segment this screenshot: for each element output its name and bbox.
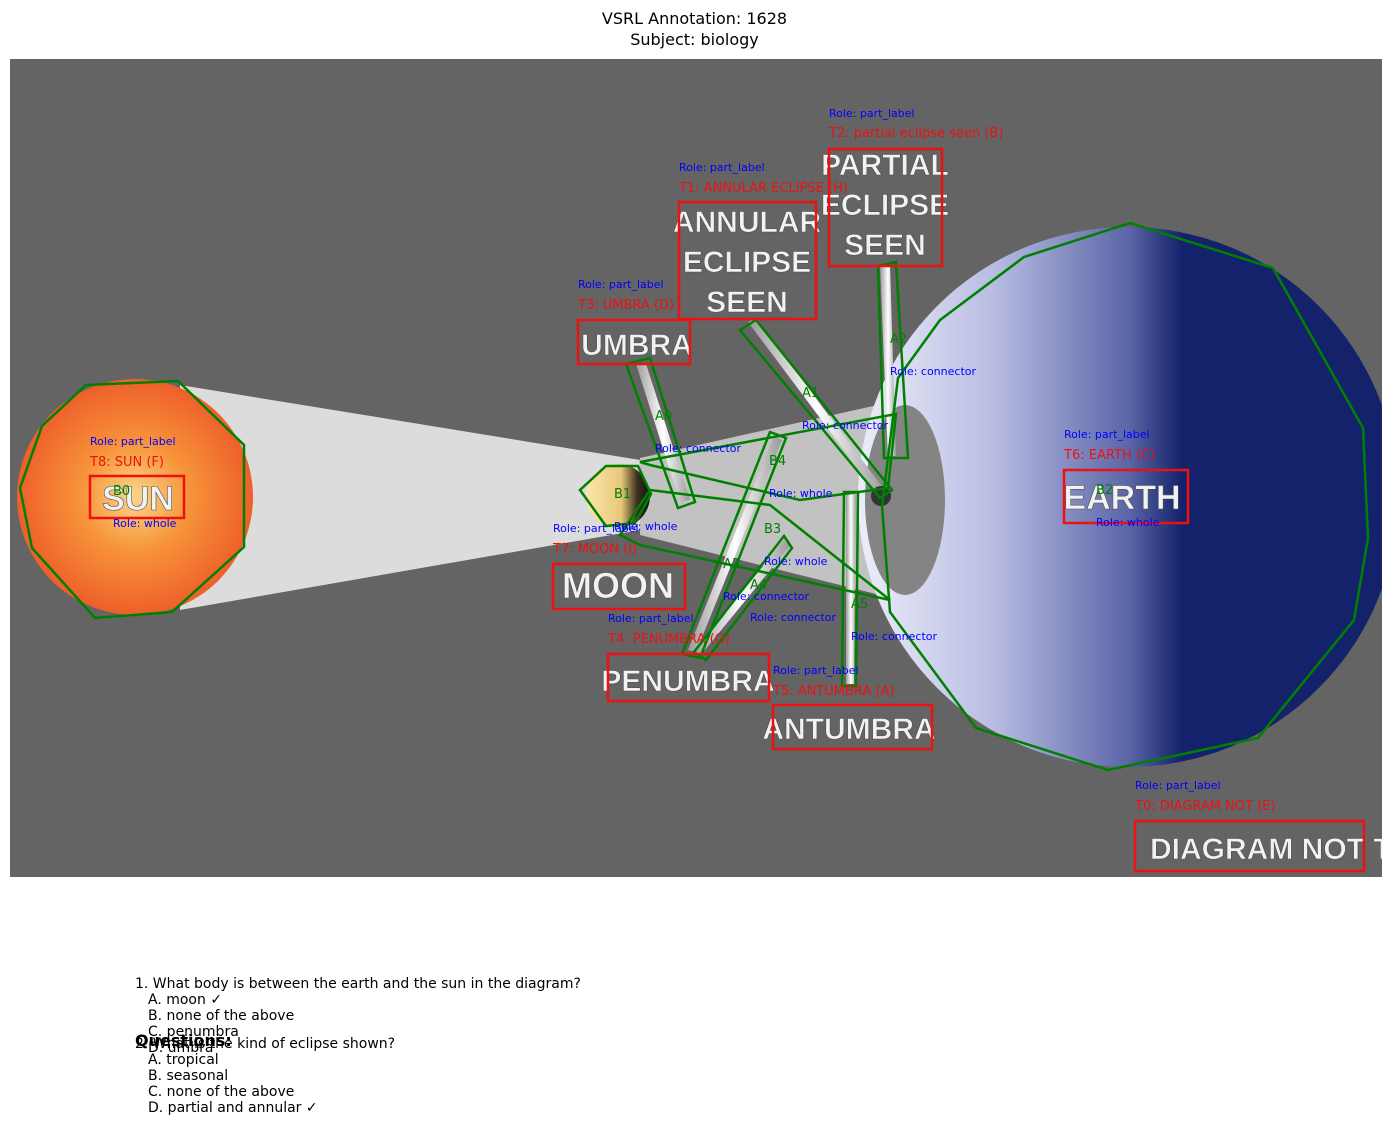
- label-t8: T8: SUN (F): [89, 455, 164, 470]
- role-t6: Role: part_label: [1064, 428, 1150, 441]
- box-t1: [677, 200, 818, 321]
- img-label-sun: SUN: [102, 480, 174, 518]
- label-t0: T0: DIAGRAM NOT (E): [1134, 799, 1275, 814]
- img-label-annular-1: ANNULAR: [673, 206, 822, 239]
- role-b0: Role: whole: [113, 517, 177, 530]
- box-t2: [827, 147, 944, 268]
- figure-title: VSRL Annotation: 1628: [601, 9, 788, 28]
- box-t7: [551, 562, 687, 611]
- label-t5: T5: ANTUMBRA (A): [772, 684, 895, 699]
- blob-sun-outline: [18, 379, 246, 620]
- blob-earth-outline: [880, 221, 1370, 772]
- text-boxes: [88, 147, 1366, 873]
- box-t3: [576, 318, 692, 366]
- img-label-moon: MOON: [562, 565, 674, 606]
- q2-option-c: C. none of the above: [148, 1084, 295, 1100]
- role-t7: Role: part_label: [553, 522, 639, 535]
- box-t0: [1133, 819, 1366, 873]
- role-a1: Role: connector: [802, 419, 888, 432]
- role-a0: Role: connector: [655, 442, 741, 455]
- id-b3: B3: [764, 522, 781, 537]
- id-b1: B1: [614, 487, 631, 502]
- id-b4: B4: [769, 454, 786, 469]
- arrow-a3-outline: [680, 430, 788, 660]
- img-label-umbra: UMBRA: [581, 329, 693, 362]
- img-label-penumbra: PENUMBRA: [601, 665, 774, 698]
- arrow-a5-outline: [840, 490, 860, 688]
- id-a2: A2: [890, 332, 907, 347]
- label-t6: T6: EARTH (C): [1063, 448, 1155, 463]
- id-a1: A1: [802, 386, 819, 401]
- arrow-outlines: [624, 260, 910, 688]
- id-a4: A4: [750, 578, 767, 593]
- role-a3: Role: connector: [723, 590, 809, 603]
- label-t7: T7: MOON (I): [552, 542, 637, 557]
- role-t0: Role: part_label: [1135, 779, 1221, 792]
- penumbra-cone: [180, 385, 640, 610]
- id-a5: A5: [851, 597, 868, 612]
- img-label-annular-3: SEEN: [706, 286, 788, 319]
- role-a5: Role: connector: [851, 630, 937, 643]
- q2-option-d: D. partial and annular ✓: [148, 1100, 318, 1116]
- q1-option-b: B. none of the above: [148, 1008, 295, 1024]
- role-a4: Role: connector: [750, 611, 836, 624]
- role-b1: Role: whole: [614, 520, 678, 533]
- role-t8: Role: part_label: [90, 435, 176, 448]
- label-t2: T2: partial eclipse seen (B): [828, 126, 1003, 141]
- id-b2: B2: [1096, 483, 1113, 498]
- role-t3: Role: part_label: [578, 278, 664, 291]
- question-1: 1. What body is between the earth and th…: [135, 976, 581, 992]
- role-a2: Role: connector: [890, 365, 976, 378]
- question-2: 2. What is the kind of eclipse shown?: [135, 1036, 396, 1052]
- role-t5: Role: part_label: [773, 664, 859, 677]
- role-b3: Role: whole: [764, 555, 828, 568]
- img-label-antumbra: ANTUMBRA: [762, 713, 935, 746]
- blob-moon-outline: [578, 464, 653, 528]
- id-a0: A0: [655, 409, 672, 424]
- img-label-annular-2: ECLIPSE: [683, 246, 811, 279]
- sun-graphic: [17, 379, 253, 615]
- role-b2: Role: whole: [1096, 516, 1160, 529]
- blob-outlines: [18, 221, 1370, 772]
- img-label-partial-3: SEEN: [844, 229, 926, 262]
- arrow-a4-outline: [692, 533, 794, 662]
- img-label-earth: EARTH: [1063, 479, 1180, 517]
- right-margin: [1382, 59, 1389, 877]
- figure-subtitle: Subject: biology: [630, 30, 759, 49]
- q1-option-c: C. penumbra: [148, 1024, 239, 1040]
- q2-option-b: B. seasonal: [148, 1068, 229, 1084]
- role-t2: Role: part_label: [829, 107, 915, 120]
- arrow-a0-outline: [624, 356, 697, 510]
- role-t1: Role: part_label: [679, 161, 765, 174]
- box-t5: [771, 703, 934, 751]
- q1-option-a: A. moon ✓: [148, 992, 223, 1008]
- arrow-a1-outline: [738, 318, 894, 500]
- img-label-partial-2: ECLIPSE: [821, 189, 949, 222]
- label-t1: T1: ANNULAR ECLIPSE (H): [678, 181, 848, 196]
- q1-option-d: D. umbra: [148, 1040, 214, 1056]
- box-t8: [88, 474, 186, 520]
- arrow-a2-outline: [876, 260, 910, 460]
- id-a3: A3: [723, 557, 740, 572]
- blob-penumbra-outline: [618, 488, 891, 602]
- img-label-partial-1: PARTIAL: [821, 149, 949, 182]
- box-t4: [606, 652, 771, 703]
- q2-option-a: A. tropical: [148, 1052, 219, 1068]
- label-t3: T3: UMBRA (D): [577, 298, 674, 313]
- questions-heading: Questions:: [135, 1031, 232, 1050]
- role-t4: Role: part_label: [608, 612, 694, 625]
- img-label-diagram-not: DIAGRAM NOT T: [1150, 833, 1389, 866]
- role-b4: Role: whole: [769, 487, 833, 500]
- label-t4: T4: PENUMBRA (G): [607, 632, 730, 647]
- id-b0: B0: [113, 484, 130, 499]
- earth-graphic: [858, 227, 1389, 767]
- box-t6: [1062, 468, 1190, 525]
